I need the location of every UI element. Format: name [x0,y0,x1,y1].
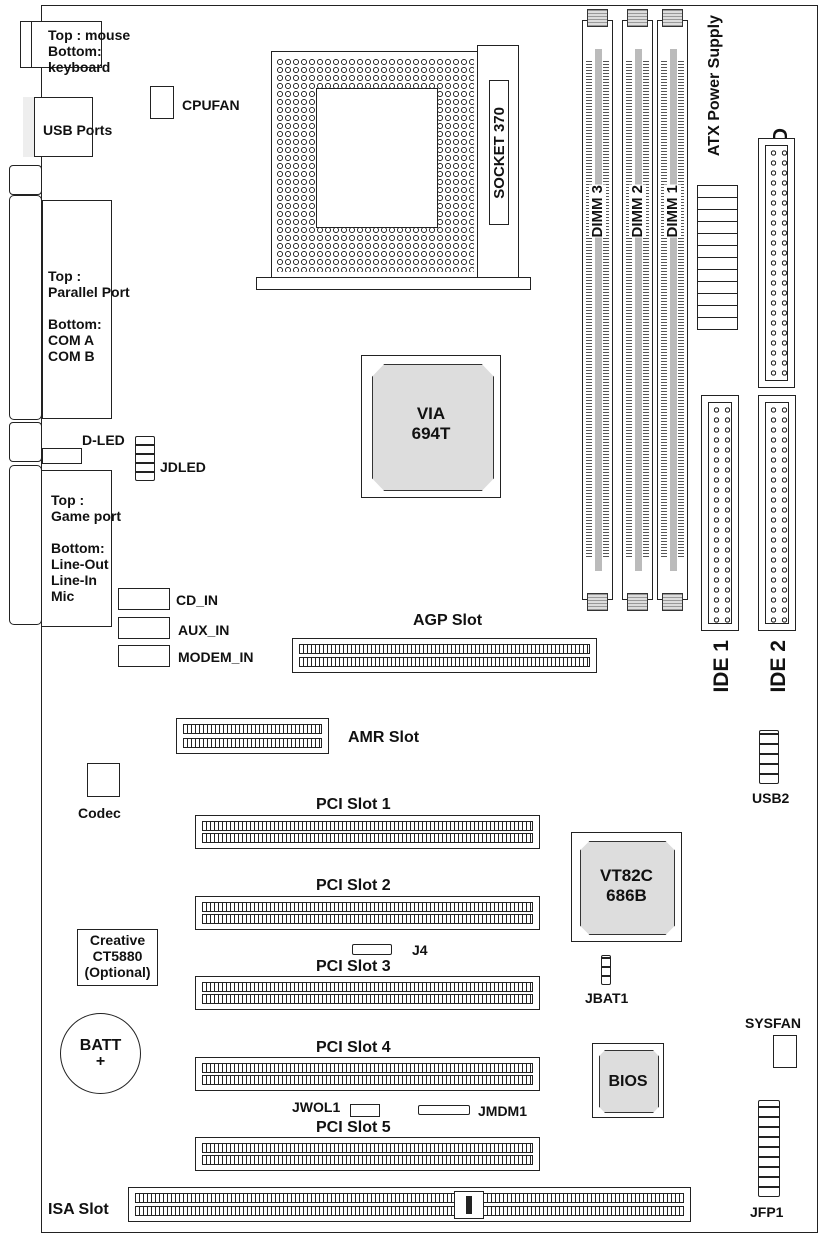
atx-power-connector [697,185,738,330]
usb-ports-label: USB Ports [43,122,113,138]
pci-slot-2 [195,896,540,930]
pci-slot-3 [195,976,540,1010]
creative-chip [77,929,158,986]
codec-chip [87,763,120,797]
game-audio-port [41,470,112,627]
amr-label: AMR Slot [348,729,420,746]
pci-slot-5 [195,1137,540,1171]
jdled-header [135,436,155,481]
usb-ports-edge [23,97,35,157]
socket-base [256,277,531,290]
dimm2-label: DIMM 2 [629,185,646,238]
agp-slot [292,638,597,673]
jmdm1-header [418,1105,470,1115]
pci-slot-4 [195,1057,540,1091]
ide1-connector [701,395,739,631]
jfp1-label: JFP1 [750,1204,784,1220]
pci3-label: PCI Slot 3 [316,958,391,975]
modem-in-connector [118,645,170,667]
codec-label: Codec [78,805,121,821]
socket-label-box: SOCKET 370 [489,80,509,225]
atx-power-label: ATX Power Supply [706,15,723,157]
dled-label: D-LED [82,432,125,448]
sysfan-label: SYSFAN [745,1015,802,1031]
j4-header [352,944,392,955]
sysfan-connector [773,1035,797,1068]
jdled-label: JDLED [160,459,206,475]
fdd-connector [758,138,795,388]
parallel-com-label: Top : Parallel Port Bottom: COM A COM B [48,268,130,364]
pci2-label: PCI Slot 2 [316,877,391,894]
pci5-label: PCI Slot 5 [316,1119,391,1136]
aux-in-label: AUX_IN [178,622,230,638]
cpufan-label: CPUFAN [182,97,240,113]
jwol1-label: JWOL1 [292,1099,341,1115]
jfp1-header [758,1100,780,1197]
battery-label: BATT + [79,1037,122,1070]
northbridge-label: VIA 694T [411,404,451,443]
cd-in-label: CD_IN [176,592,219,608]
usb2-header [759,730,779,784]
ide2-connector [758,395,796,631]
cpufan-connector [150,86,174,119]
jwol1-connector [350,1104,380,1117]
db-connector-body [9,195,42,420]
isa-label: ISA Slot [48,1201,109,1218]
socket-label: SOCKET 370 [490,106,508,199]
creative-label: Creative CT5880 (Optional) [84,932,151,980]
aux-in-connector [118,617,170,639]
pci4-label: PCI Slot 4 [316,1039,391,1056]
ps2-label: Top : mouse Bottom: keyboard [48,27,131,75]
dimm3-slot [582,9,613,611]
ide2-label: IDE 2 [767,640,790,693]
bios-chip: BIOS [592,1043,664,1118]
dimm2-slot [622,9,653,611]
jbat1-label: JBAT1 [585,990,629,1006]
dled-connector-top [9,165,42,195]
socket-center [316,88,438,228]
cd-in-connector [118,588,170,610]
agp-label: AGP Slot [413,612,483,629]
parallel-com-port [42,200,112,419]
jmdm1-label: JMDM1 [478,1103,528,1119]
bios-label: BIOS [608,1073,648,1090]
pci-slot-1 [195,815,540,849]
battery [60,1013,141,1094]
dimm1-label: DIMM 1 [664,185,681,238]
amr-slot [176,718,329,754]
ps2-port-edge [20,21,32,68]
southbridge-chip: VT82C 686B [571,832,682,942]
ide1-label: IDE 1 [710,640,733,693]
game-port-connector [9,465,42,625]
j4-label: J4 [412,942,428,958]
dimm1-slot [657,9,688,611]
dimm3-label: DIMM 3 [589,185,606,238]
isa-slot [128,1187,691,1222]
northbridge-chip: VIA 694T [361,355,501,498]
southbridge-label: VT82C 686B [600,866,653,905]
jbat1-jumper [601,955,611,985]
dled-body [42,448,82,464]
modem-in-label: MODEM_IN [178,649,254,665]
ps2-port [20,21,102,68]
pci1-label: PCI Slot 1 [316,796,391,813]
game-audio-label: Top : Game port Bottom: Line-Out Line-In… [51,492,122,604]
dled-connector-bottom [9,422,42,462]
usb2-label: USB2 [752,790,790,806]
